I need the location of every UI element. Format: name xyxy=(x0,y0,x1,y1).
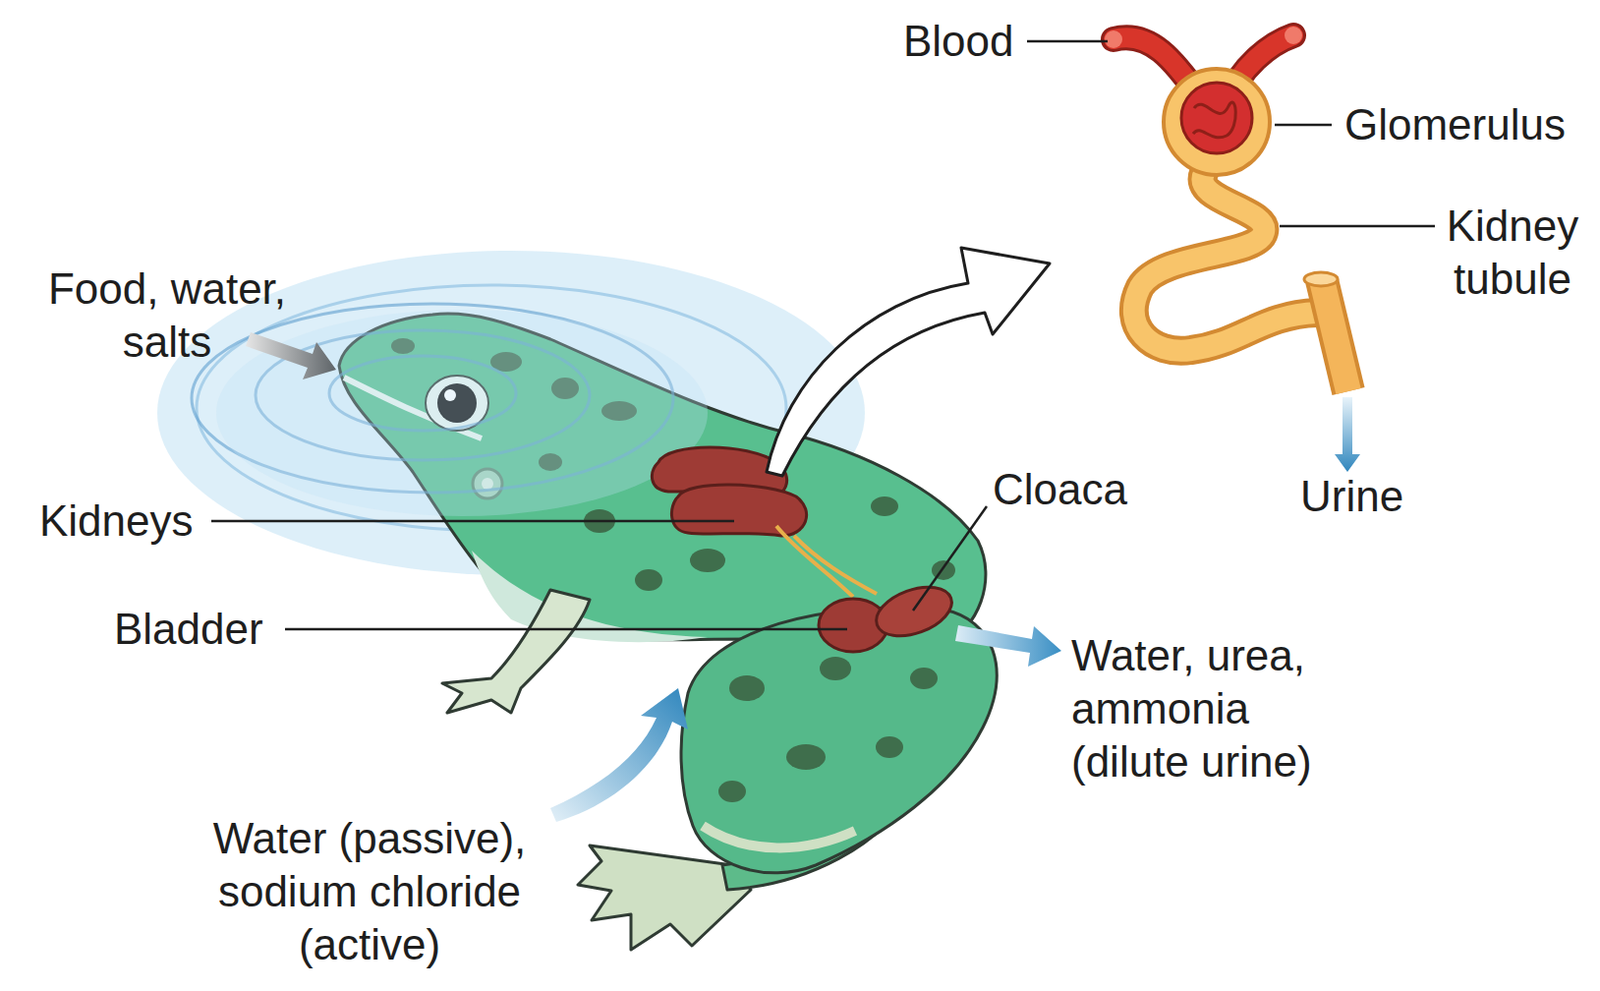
glomerulus-drawing xyxy=(1163,68,1270,175)
intake-arrow xyxy=(245,332,337,380)
absorption-arrow xyxy=(550,687,688,822)
glomerulus-drawing xyxy=(1193,102,1236,138)
kidney-tubule-drawing xyxy=(1321,280,1349,392)
cloaca-organ xyxy=(869,577,959,646)
part-label: Water, urea, ammonia (dilute urine) xyxy=(1071,628,1332,789)
frog-spots xyxy=(689,548,726,572)
part-label: Blood xyxy=(903,14,1015,68)
ureter xyxy=(794,535,877,594)
frog-spots xyxy=(870,496,899,516)
part-label: Water (passive), sodium chloride (active… xyxy=(202,811,537,972)
glomerulus-drawing xyxy=(1181,82,1253,154)
ureter xyxy=(776,525,877,597)
intake-arrow xyxy=(245,332,337,380)
part-label: Bladder xyxy=(114,602,264,656)
water-overlay xyxy=(216,309,708,516)
frog-spots xyxy=(718,780,746,802)
frog-front-leg xyxy=(442,589,590,713)
absorption-arrow xyxy=(550,687,688,822)
urine-outflow-arrow xyxy=(955,625,1062,667)
blood-vessel xyxy=(1104,30,1123,49)
cloaca-organ xyxy=(869,577,959,646)
frog-spots xyxy=(910,667,938,689)
blood-vessel xyxy=(1284,26,1303,45)
leader-line xyxy=(1027,40,1108,44)
frog-spots xyxy=(819,656,852,681)
frog-front-leg xyxy=(442,589,590,713)
magnify-arrow xyxy=(766,247,1050,476)
part-label: Kidneys xyxy=(39,494,194,548)
urine-drip-arrow xyxy=(1334,397,1361,472)
kidney-tubule-drawing xyxy=(1321,280,1349,392)
leader-line xyxy=(1279,225,1435,229)
leader-line xyxy=(285,628,848,631)
kidney-tubule-drawing xyxy=(1134,172,1349,392)
part-label: Cloaca xyxy=(992,462,1128,516)
leader-line xyxy=(211,41,1435,629)
leader-line xyxy=(211,519,735,523)
water-overlay xyxy=(216,309,708,516)
urine-drip-arrow xyxy=(1334,397,1361,472)
ureter xyxy=(776,525,854,597)
frog-spots xyxy=(786,743,826,770)
urine-outflow-arrow xyxy=(955,625,1062,667)
frog-spots xyxy=(634,569,663,591)
leader-line xyxy=(913,506,987,611)
part-label: Urine xyxy=(1300,469,1404,523)
part-label: Glomerulus xyxy=(1344,98,1566,152)
kidney-organ xyxy=(671,484,806,536)
kidney-tubule-drawing xyxy=(1134,172,1317,351)
part-label: Food, water, salts xyxy=(34,262,300,369)
kidney-tubule-drawing xyxy=(1304,272,1338,286)
kidney-tubule-drawing xyxy=(1134,172,1317,351)
glomerulus-drawing xyxy=(1163,68,1270,175)
frog-thigh xyxy=(702,825,856,848)
part-label: Kidney tubule xyxy=(1432,199,1593,306)
magnify-arrow xyxy=(766,247,1050,476)
frog-spots xyxy=(875,736,904,758)
frog-spots xyxy=(729,675,765,701)
leader-line xyxy=(1274,123,1332,127)
